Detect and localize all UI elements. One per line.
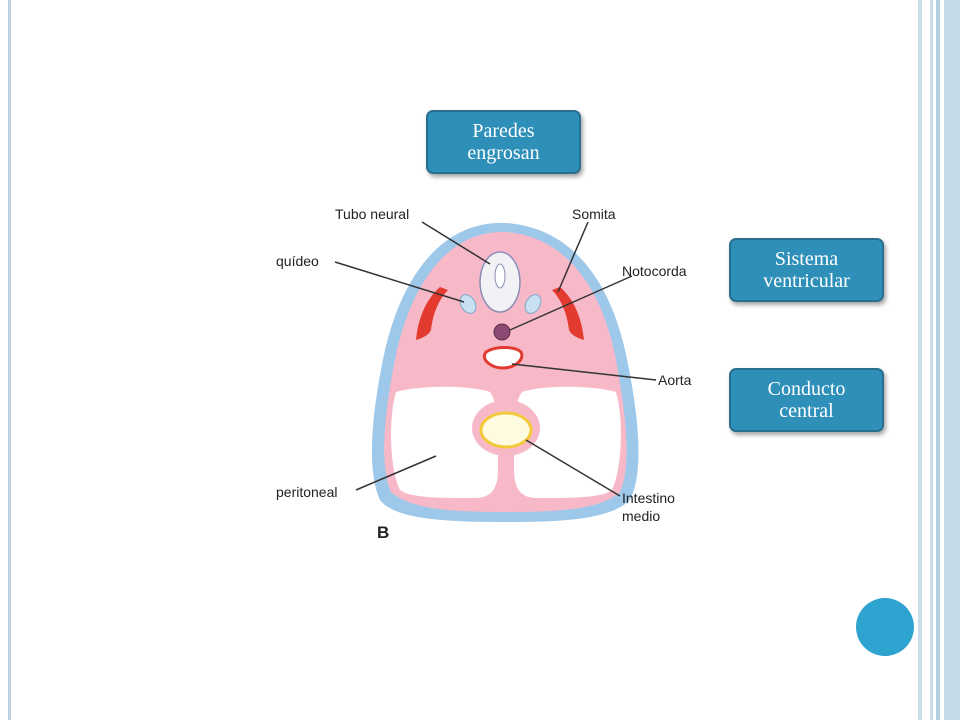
label-aorta: Aorta xyxy=(658,372,692,388)
label-panel-b: B xyxy=(377,523,389,542)
leader-intestino xyxy=(525,439,621,497)
leader-aorta xyxy=(511,363,657,381)
somite-right xyxy=(552,287,584,340)
notochord xyxy=(493,323,511,341)
callout-paredes-label: Paredes engrosan xyxy=(467,120,540,164)
label-peritoneal: peritoneal xyxy=(276,484,338,500)
callout-paredes-engrosan[interactable]: Paredes engrosan xyxy=(426,110,581,174)
ganglion-left xyxy=(459,294,477,314)
somite-left xyxy=(416,287,448,340)
leader-tubo-neural xyxy=(421,221,491,265)
mesentery-stalk xyxy=(498,440,514,500)
label-notocorda: Notocorda xyxy=(622,263,687,279)
ganglion-right xyxy=(524,294,542,314)
midgut xyxy=(479,411,533,449)
neural-canal xyxy=(494,263,506,289)
label-tubo-neural: Tubo neural xyxy=(335,206,409,222)
leader-ganglio xyxy=(334,261,465,303)
label-intestino-2: medio xyxy=(622,508,660,524)
left-frame-line xyxy=(8,0,11,720)
coelom-left xyxy=(391,386,499,498)
right-frame xyxy=(918,0,960,720)
leader-peritoneal xyxy=(355,455,437,491)
callout-sistema-ventricular[interactable]: Sistema ventricular xyxy=(729,238,884,302)
coelom-right xyxy=(513,386,621,498)
aorta xyxy=(483,346,524,370)
label-somita: Somita xyxy=(572,206,616,222)
leader-notocorda xyxy=(509,275,633,331)
callout-sistema-label: Sistema ventricular xyxy=(763,248,850,292)
label-intestino-1: Intestino xyxy=(622,490,675,506)
label-ganglio: quídeo xyxy=(276,253,319,269)
nav-circle-button[interactable] xyxy=(856,598,914,656)
callout-conducto-label: Conducto central xyxy=(767,378,846,422)
callout-conducto-central[interactable]: Conducto central xyxy=(729,368,884,432)
leader-somita xyxy=(557,221,589,293)
